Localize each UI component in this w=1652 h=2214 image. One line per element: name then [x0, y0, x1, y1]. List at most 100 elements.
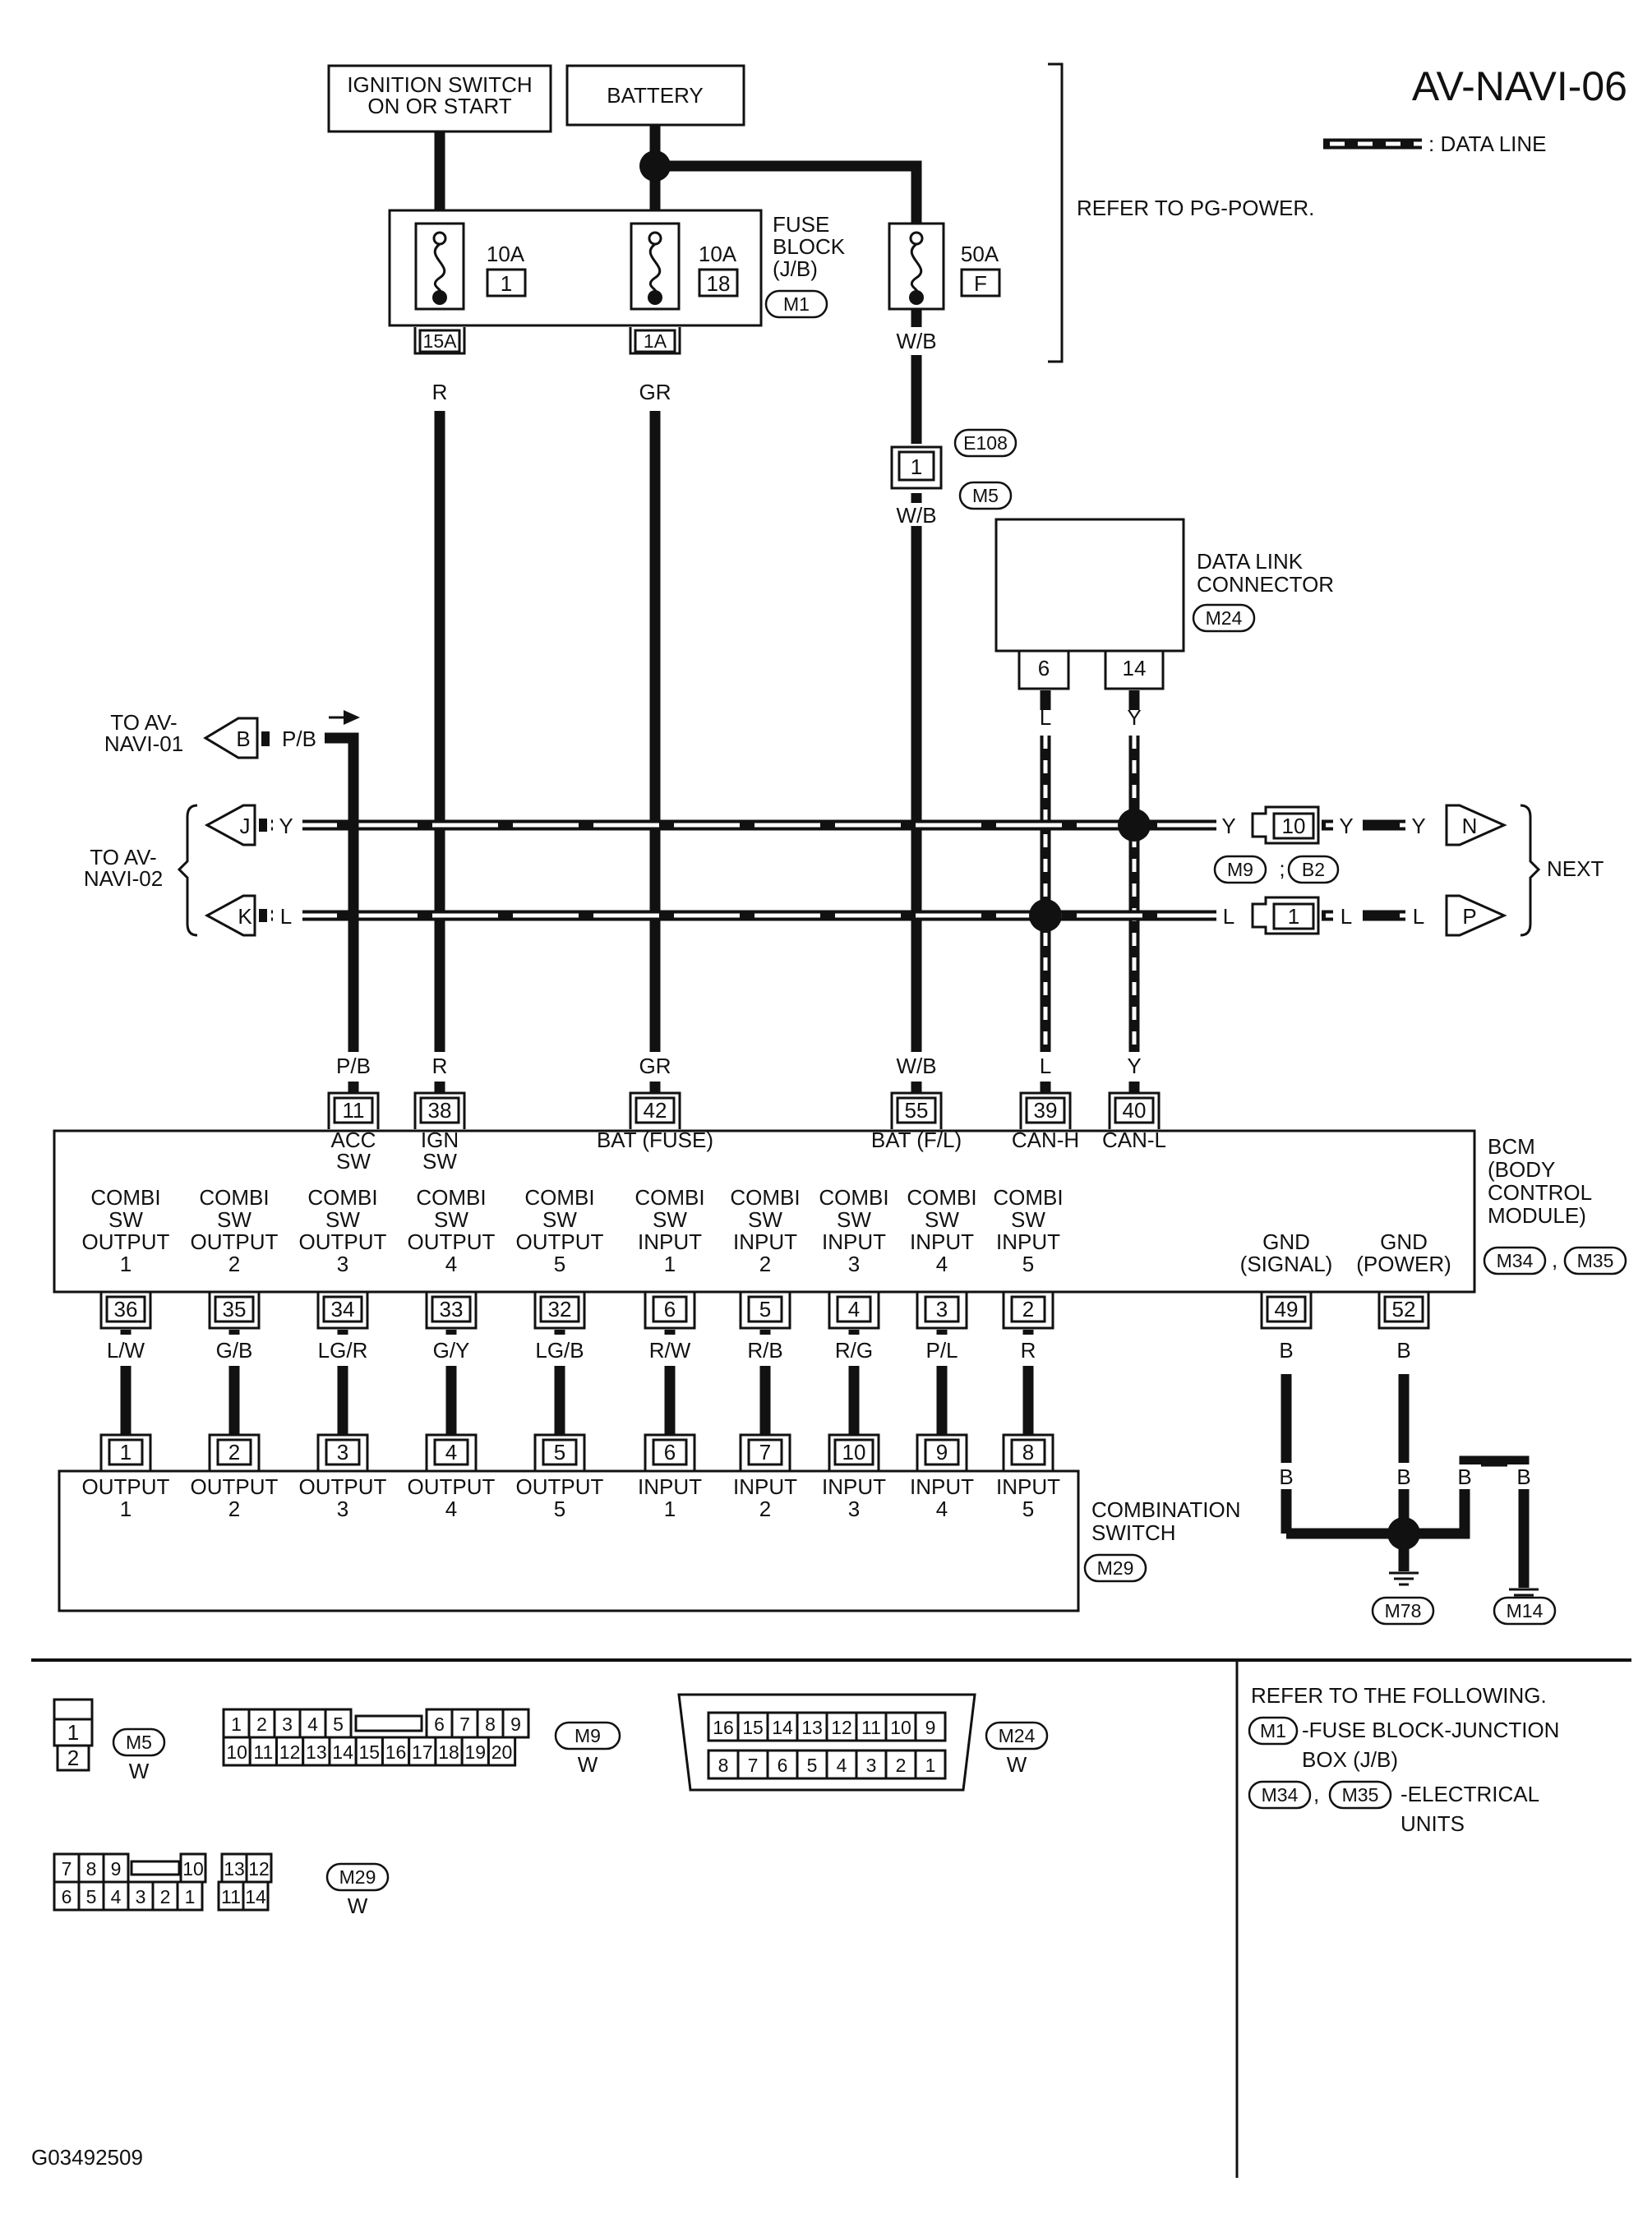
svg-text:15: 15: [359, 1741, 381, 1763]
data-link-connector: [994, 518, 1185, 653]
bcm-pin-40: Y40: [1108, 1052, 1161, 1129]
svg-text:L: L: [1223, 904, 1234, 929]
bcm-connectors: M34 , M35: [1483, 1246, 1627, 1275]
svg-text:1: 1: [185, 1886, 196, 1907]
refer-pg-power: REFER TO PG-POWER.: [1077, 196, 1314, 220]
svg-text:13: 13: [306, 1741, 327, 1763]
svg-text:W: W: [348, 1893, 368, 1918]
bcm-pin-name: ACC: [331, 1128, 376, 1152]
combi-wire-label: P/L: [925, 1338, 958, 1363]
svg-text:W: W: [578, 1752, 598, 1777]
svg-text:19: 19: [464, 1741, 486, 1763]
gnd-wire-label: B: [1279, 1338, 1293, 1363]
bcm-pin-name: CAN-L: [1102, 1128, 1166, 1152]
svg-text:Y: Y: [1411, 814, 1425, 838]
svg-text:M1: M1: [783, 293, 810, 315]
svg-text:18: 18: [438, 1741, 459, 1763]
svg-text:6: 6: [434, 1714, 445, 1735]
svg-text:2: 2: [67, 1746, 79, 1770]
svg-text:5: 5: [86, 1886, 97, 1907]
svg-text:14: 14: [772, 1717, 793, 1738]
svg-text:17: 17: [412, 1741, 433, 1763]
svg-text:M29: M29: [1097, 1557, 1134, 1579]
svg-text:M34: M34: [1262, 1784, 1299, 1806]
svg-text:6: 6: [778, 1755, 788, 1776]
svg-text:7: 7: [748, 1755, 759, 1776]
wire-pb: [325, 732, 359, 1052]
svg-text:8: 8: [86, 1858, 97, 1880]
svg-text:5: 5: [554, 1440, 565, 1464]
bcm-pin-11: P/B11: [327, 1052, 380, 1129]
bcm-wire-label: GR: [639, 1054, 671, 1078]
wire-wb-top: W/B: [896, 329, 936, 353]
fuse-18: 10A 18: [630, 222, 739, 311]
fuse-1: 10A 1: [414, 222, 527, 311]
svg-text:11: 11: [343, 1098, 365, 1123]
combi-wire-label: R/W: [649, 1338, 691, 1363]
svg-text:14: 14: [332, 1741, 353, 1763]
svg-text:34: 34: [331, 1297, 355, 1321]
svg-text:7: 7: [759, 1440, 771, 1464]
svg-text:42: 42: [644, 1098, 667, 1123]
svg-text:J: J: [240, 814, 251, 838]
svg-text:1: 1: [67, 1720, 79, 1745]
bcm-pin-49: GND(SIGNAL)49B: [1240, 1229, 1333, 1363]
bcm-pin-name: BAT (FUSE): [597, 1128, 713, 1152]
refer-following: REFER TO THE FOLLOWING. M1 -FUSE BLOCK-J…: [1248, 1683, 1559, 1836]
dlc-pin-6: 6: [1018, 651, 1070, 690]
battery-label: BATTERY: [607, 83, 704, 108]
combination-switch-connector: M29: [1083, 1553, 1147, 1583]
svg-text:6: 6: [1038, 656, 1050, 680]
svg-text:32: 32: [548, 1297, 572, 1321]
svg-text:W: W: [129, 1759, 150, 1783]
svg-text:10A: 10A: [699, 242, 737, 266]
svg-text:9: 9: [510, 1714, 521, 1735]
svg-text:;: ;: [1279, 856, 1285, 881]
svg-text:50A: 50A: [961, 242, 999, 266]
svg-text:B: B: [1457, 1464, 1471, 1489]
svg-text:55: 55: [905, 1098, 929, 1123]
svg-text:K: K: [238, 904, 252, 929]
wire-r-label: R: [432, 380, 448, 404]
svg-text:TO AV-NAVI-01: TO AV-NAVI-01: [104, 710, 183, 756]
svg-text:NEXT: NEXT: [1547, 856, 1604, 881]
svg-text:6: 6: [664, 1297, 676, 1321]
wire-wb-mid: W/B: [896, 503, 936, 528]
diagram-title: AV-NAVI-06: [1412, 63, 1627, 109]
svg-text:3: 3: [282, 1714, 293, 1735]
svg-text:3: 3: [866, 1755, 877, 1776]
svg-text:3: 3: [936, 1297, 948, 1321]
svg-text:7: 7: [62, 1858, 72, 1880]
svg-text:1: 1: [231, 1714, 242, 1735]
svg-text:8: 8: [718, 1755, 729, 1776]
svg-text:11: 11: [221, 1886, 241, 1907]
svg-text:M24: M24: [1206, 607, 1243, 629]
svg-text:49: 49: [1275, 1297, 1299, 1321]
bcm-pin-name: CAN-H: [1012, 1128, 1079, 1152]
svg-text:7: 7: [459, 1714, 470, 1735]
svg-text:11: 11: [253, 1741, 273, 1763]
svg-text:4: 4: [848, 1297, 860, 1321]
svg-text:M5: M5: [972, 485, 999, 506]
svg-text:11: 11: [861, 1717, 881, 1738]
bcm-pin-name: BAT (F/L): [871, 1128, 962, 1152]
